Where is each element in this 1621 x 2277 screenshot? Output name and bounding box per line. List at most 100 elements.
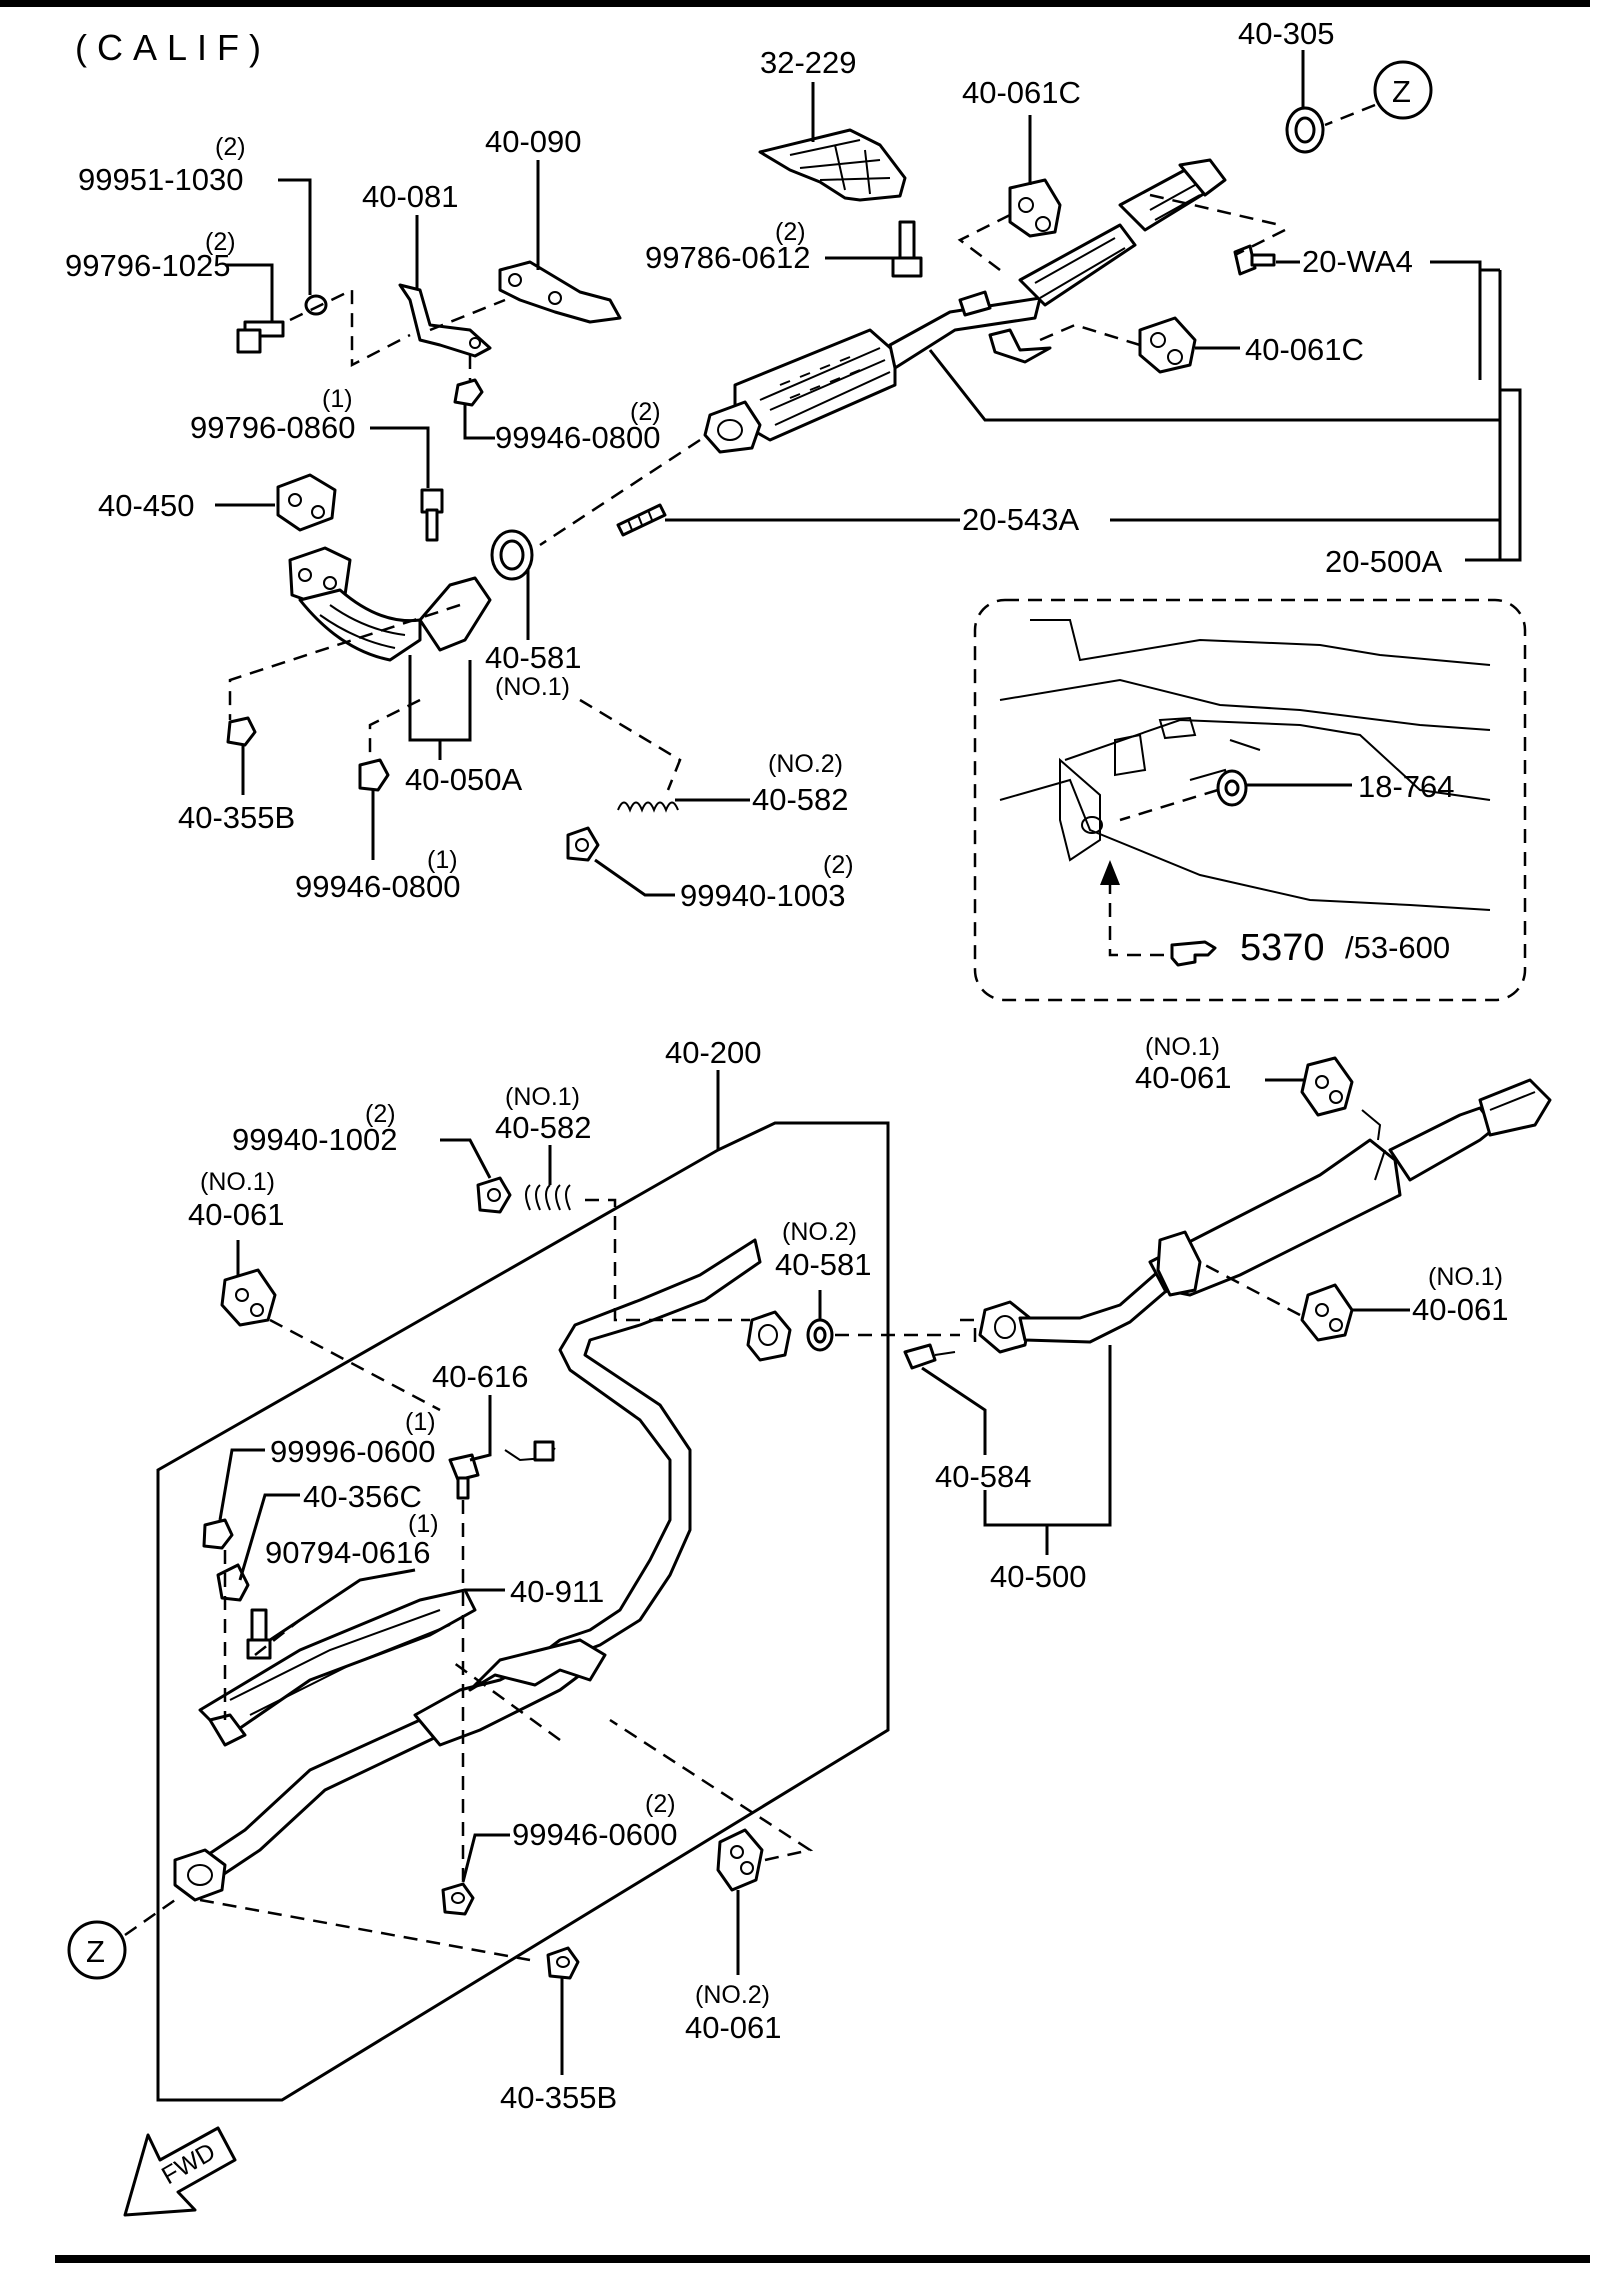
- no-40-061-left: (NO.1): [200, 1168, 275, 1196]
- label-40-581-top: 40-581: [485, 640, 582, 675]
- bolt-99796-0860: [420, 488, 444, 542]
- label-40-061-right-top: 40-061: [1135, 1060, 1232, 1095]
- label-40-582-top: 40-582: [752, 782, 849, 817]
- label-40-911: 40-911: [510, 1574, 604, 1609]
- leader-20-wa4-down: [1430, 260, 1482, 380]
- front-pipe-40-050a: [288, 546, 492, 662]
- label-40-582-mid: 40-582: [495, 1110, 592, 1145]
- top-border: [0, 0, 1590, 7]
- spring-40-582-top: [617, 801, 679, 813]
- no-40-061-right-mid: (NO.1): [1428, 1263, 1503, 1291]
- label-99796-1025: 99796-1025: [65, 248, 231, 283]
- label-40-061-left: 40-061: [188, 1197, 285, 1232]
- dash-40-081: [429, 298, 506, 380]
- label-z-bottom: Z: [86, 1934, 105, 1969]
- label-99996-0600: 99996-0600: [270, 1434, 436, 1469]
- qty-99940-1002: (2): [365, 1100, 396, 1128]
- fwd-arrow-icon: [123, 2126, 237, 2217]
- label-40-061-bottom: 40-061: [685, 2010, 782, 2045]
- gasket-ring-40-305: [1285, 106, 1325, 154]
- no-40-061-bottom: (NO.2): [695, 1981, 770, 2009]
- gasket-40-581-mid: [806, 1318, 834, 1352]
- label-99951-1030: 99951-1030: [78, 162, 244, 197]
- label-90794-0616: 90794-0616: [265, 1535, 431, 1570]
- diagram-title: (CALIF): [75, 27, 271, 68]
- label-99796-0860: 99796-0860: [190, 410, 356, 445]
- catalytic-converter-assembly: [703, 158, 1227, 454]
- middle-pipe-40-200: [173, 1238, 792, 1902]
- leader-99951: [278, 178, 312, 295]
- rubber-hanger-40-061c-right: [1138, 316, 1197, 374]
- label-40-061-right-mid: 40-061: [1412, 1292, 1509, 1327]
- bolt-20-wa4: [1233, 244, 1276, 276]
- label-99946-0800-lower: 99946-0800: [295, 869, 461, 904]
- label-18-764: 18-764: [1358, 769, 1455, 804]
- o2-sensor-40-616: [448, 1440, 556, 1500]
- leader-40-584: [921, 1366, 987, 1455]
- heat-insulator-32-229: [758, 128, 907, 202]
- bracket-20-500a-outer: [1470, 268, 1522, 562]
- main-silencer-40-500: [978, 1078, 1552, 1354]
- label-z-top: Z: [1392, 74, 1411, 109]
- qty-99951: (2): [215, 133, 246, 161]
- leader-99996: [218, 1448, 265, 1521]
- leader-99796-0860: [370, 426, 430, 488]
- label-40-200: 40-200: [665, 1035, 762, 1070]
- dash-40-582-top: [579, 698, 682, 791]
- dash-40-061-bottom: [449, 1658, 814, 1862]
- label-40-450: 40-450: [98, 488, 195, 523]
- no-40-582-mid: (NO.1): [505, 1083, 580, 1111]
- rubber-hanger-40-061-right-mid: [1300, 1283, 1354, 1342]
- nut-99996-0600: [202, 1518, 234, 1550]
- qty-99946-0600: (2): [645, 1790, 676, 1818]
- dash-40-355b-bottom: [199, 1898, 531, 1962]
- qty-99786: (2): [775, 218, 806, 246]
- label-40-581-mid: 40-581: [775, 1247, 872, 1282]
- leader-99946-0600: [461, 1833, 510, 1883]
- qty-99946-top: (2): [630, 398, 661, 426]
- no-40-582-top: (NO.2): [768, 750, 843, 778]
- label-99946-0600: 99946-0600: [512, 1817, 678, 1852]
- bolt-90794-0616: [246, 1608, 272, 1660]
- dash-detail-ref: [1108, 880, 1175, 957]
- nut-99946-0600: [441, 1882, 475, 1916]
- bracket-40-500: [983, 1345, 1112, 1555]
- label-40-050a: 40-050A: [405, 762, 523, 797]
- label-40-500: 40-500: [990, 1559, 1087, 1594]
- qty-99940-1003: (2): [823, 851, 854, 879]
- dash-18-764: [1119, 788, 1219, 822]
- nut-99940-1003: [566, 826, 600, 862]
- label-40-355b-bottom: 40-355B: [500, 2080, 617, 2115]
- dash-20-wa4: [1149, 193, 1286, 257]
- bumper-18-764: [1216, 769, 1248, 807]
- label-32-229: 32-229: [760, 45, 857, 80]
- nut-99940-1002: [476, 1176, 512, 1214]
- label-40-356c: 40-356C: [303, 1479, 422, 1514]
- label-99946-0800-top: 99946-0800: [495, 420, 661, 455]
- rubber-hanger-40-061c-upper: [1008, 178, 1062, 238]
- dash-40-061-right-mid: [1204, 1263, 1301, 1317]
- qty-90794: (1): [408, 1510, 439, 1538]
- leader-40-356c: [238, 1493, 300, 1581]
- nut-40-355b-bottom: [546, 1946, 580, 1980]
- spring-40-582-mid: [525, 1184, 571, 1211]
- qty-99796-1025: (2): [205, 228, 236, 256]
- leader-99940-1002: [440, 1138, 492, 1179]
- label-40-355b-top: 40-355B: [178, 800, 295, 835]
- qty-99796-0860: (1): [322, 385, 353, 413]
- dash-front-pipe: [228, 438, 701, 760]
- rubber-hanger-40-061-right-top: [1300, 1056, 1354, 1117]
- no-40-581-top: (NO.1): [495, 673, 570, 701]
- label-20-500a: 20-500A: [1325, 544, 1443, 579]
- leader-40-616: [469, 1395, 492, 1462]
- dash-z-bottom: [124, 1898, 176, 1937]
- leader-99940-1003: [594, 858, 675, 897]
- label-40-061c-right: 40-061C: [1245, 332, 1364, 367]
- ref-53-600: /53-600: [1345, 930, 1450, 965]
- label-40-090: 40-090: [485, 124, 582, 159]
- dash-40-061c-right: [1039, 323, 1141, 347]
- rubber-hanger-40-061-left: [220, 1268, 277, 1327]
- nut-99946-0800-lower: [358, 758, 390, 792]
- gasket-40-450: [276, 473, 337, 532]
- connector-z-bottom: [67, 1920, 127, 1980]
